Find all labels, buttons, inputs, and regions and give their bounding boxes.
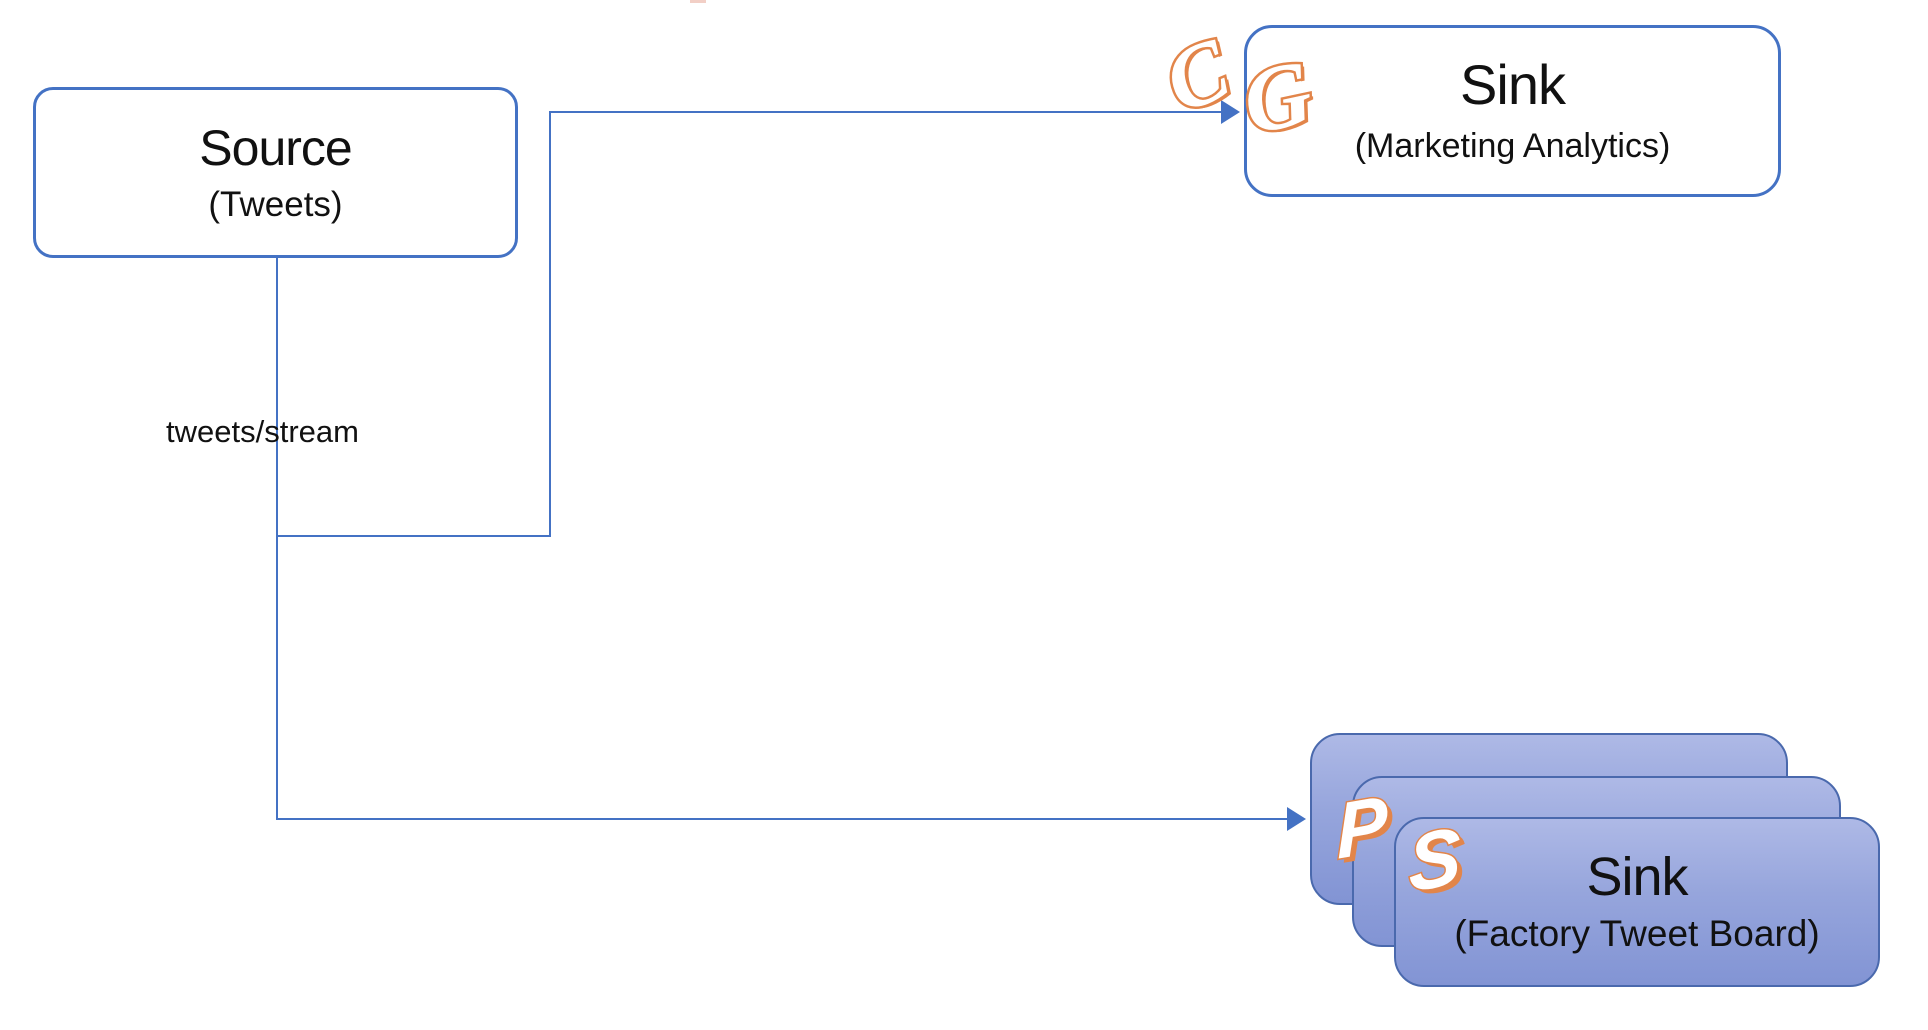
sink-factory-node: Sink (Factory Tweet Board) bbox=[1394, 817, 1880, 987]
source-node-title: Source bbox=[199, 119, 352, 176]
source-node-subtitle: (Tweets) bbox=[208, 184, 343, 224]
ps-logo-icon: S bbox=[1405, 808, 1464, 910]
cg-logo-icon: C bbox=[1149, 18, 1245, 135]
sink-factory-node-subtitle: (Factory Tweet Board) bbox=[1454, 913, 1820, 954]
cropped-edge-artifact bbox=[690, 0, 706, 3]
source-node: Source (Tweets) bbox=[33, 87, 518, 258]
ps-logo-icon: P bbox=[1333, 777, 1390, 878]
sink-marketing-node-subtitle: (Marketing Analytics) bbox=[1354, 127, 1671, 165]
edge-to-factory-horizontal bbox=[276, 818, 1288, 820]
sink-marketing-node: Sink (Marketing Analytics) bbox=[1244, 25, 1781, 197]
arrowhead-to-marketing-icon bbox=[1221, 100, 1240, 124]
sink-marketing-node-title: Sink bbox=[1460, 53, 1566, 116]
edge-to-marketing-vertical bbox=[549, 111, 551, 537]
arrowhead-to-factory-icon bbox=[1287, 807, 1306, 831]
sink-factory-node-title: Sink bbox=[1586, 847, 1688, 907]
edge-to-marketing-horizontal bbox=[549, 111, 1222, 113]
edge-label-tweets-stream: tweets/stream bbox=[166, 414, 359, 449]
edge-source-trunk-vertical bbox=[276, 258, 278, 820]
edge-branch-horizontal bbox=[276, 535, 551, 537]
